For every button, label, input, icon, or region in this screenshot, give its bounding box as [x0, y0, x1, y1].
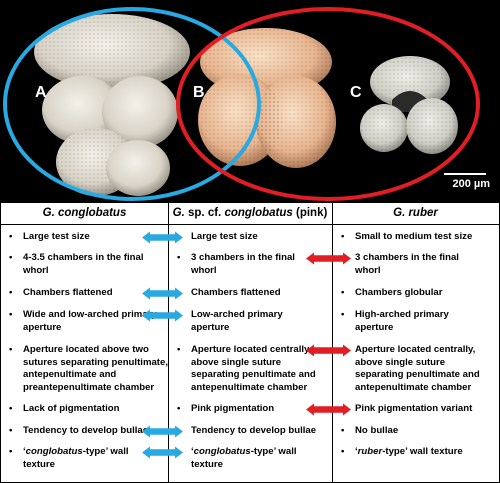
- bullet: •: [9, 344, 13, 355]
- specimen-photo-panel: A B C 200 µm: [0, 0, 500, 202]
- cell-text: No bullae: [355, 425, 399, 436]
- scale-label: 200 µm: [452, 178, 490, 190]
- comparison-arrows: [142, 231, 351, 459]
- scale-bar: [444, 173, 486, 175]
- comparison-table: G. conglobatus G. sp. cf. conglobatus (p…: [0, 202, 500, 483]
- bullet: •: [9, 252, 13, 263]
- bullet: •: [177, 446, 181, 457]
- bullet: •: [9, 403, 13, 414]
- header-divider: [1, 224, 499, 225]
- header-g-sp-cf-conglobatus: G. sp. cf. conglobatus (pink): [172, 207, 328, 219]
- label-b: B: [193, 84, 205, 101]
- cell-text: Tendency to develop bullae: [23, 425, 149, 436]
- bullet: •: [9, 287, 13, 298]
- bullet: •: [177, 252, 181, 263]
- bullet: •: [9, 309, 13, 320]
- bullet: •: [341, 252, 345, 263]
- header-g-conglobatus: G. conglobatus: [42, 207, 127, 219]
- cell-text: Aperture located centrally,above single …: [355, 344, 480, 393]
- specimen-a: [34, 14, 190, 196]
- label-a: A: [35, 84, 47, 101]
- cell-text: Chambers flattened: [191, 287, 281, 298]
- specimen-b: [198, 28, 336, 168]
- red-group-ellipse: [176, 7, 480, 201]
- bullet: •: [341, 309, 345, 320]
- cell-text: Chambers flattened: [23, 287, 113, 298]
- cell-text: Small to medium test size: [355, 231, 473, 242]
- label-c: C: [350, 84, 362, 101]
- bullet: •: [9, 446, 13, 457]
- column-divider: [332, 203, 333, 482]
- bullet: •: [341, 231, 345, 242]
- blue-group-ellipse: [3, 7, 261, 201]
- bullet: •: [177, 287, 181, 298]
- bullet: •: [177, 231, 181, 242]
- bullet: •: [341, 344, 345, 355]
- specimen-photo: [3, 7, 480, 201]
- cell-text: Lack of pigmentation: [23, 403, 120, 414]
- bullet: •: [177, 309, 181, 320]
- cell-text: Aperture located centrally,above single …: [191, 344, 316, 393]
- bullet: •: [177, 425, 181, 436]
- bullet: •: [9, 231, 13, 242]
- column-divider: [168, 203, 169, 482]
- cell-text: Pink pigmentation variant: [355, 403, 473, 414]
- cell-text: Large test size: [191, 231, 258, 242]
- bullet: •: [9, 425, 13, 436]
- bullet: •: [177, 403, 181, 414]
- bullet: •: [341, 425, 345, 436]
- header-g-ruber: G. ruber: [393, 207, 438, 219]
- specimen-c: [360, 56, 458, 154]
- bullet: •: [341, 446, 345, 457]
- cell-text: ‘ruber-type’ wall texture: [355, 446, 463, 457]
- bullet: •: [341, 287, 345, 298]
- bullet: •: [177, 344, 181, 355]
- cell-text: Large test size: [23, 231, 90, 242]
- cell-text: Chambers globular: [355, 287, 443, 298]
- cell-text: Pink pigmentation: [191, 403, 275, 414]
- cell-text: Tendency to develop bullae: [191, 425, 317, 436]
- bullet: •: [341, 403, 345, 414]
